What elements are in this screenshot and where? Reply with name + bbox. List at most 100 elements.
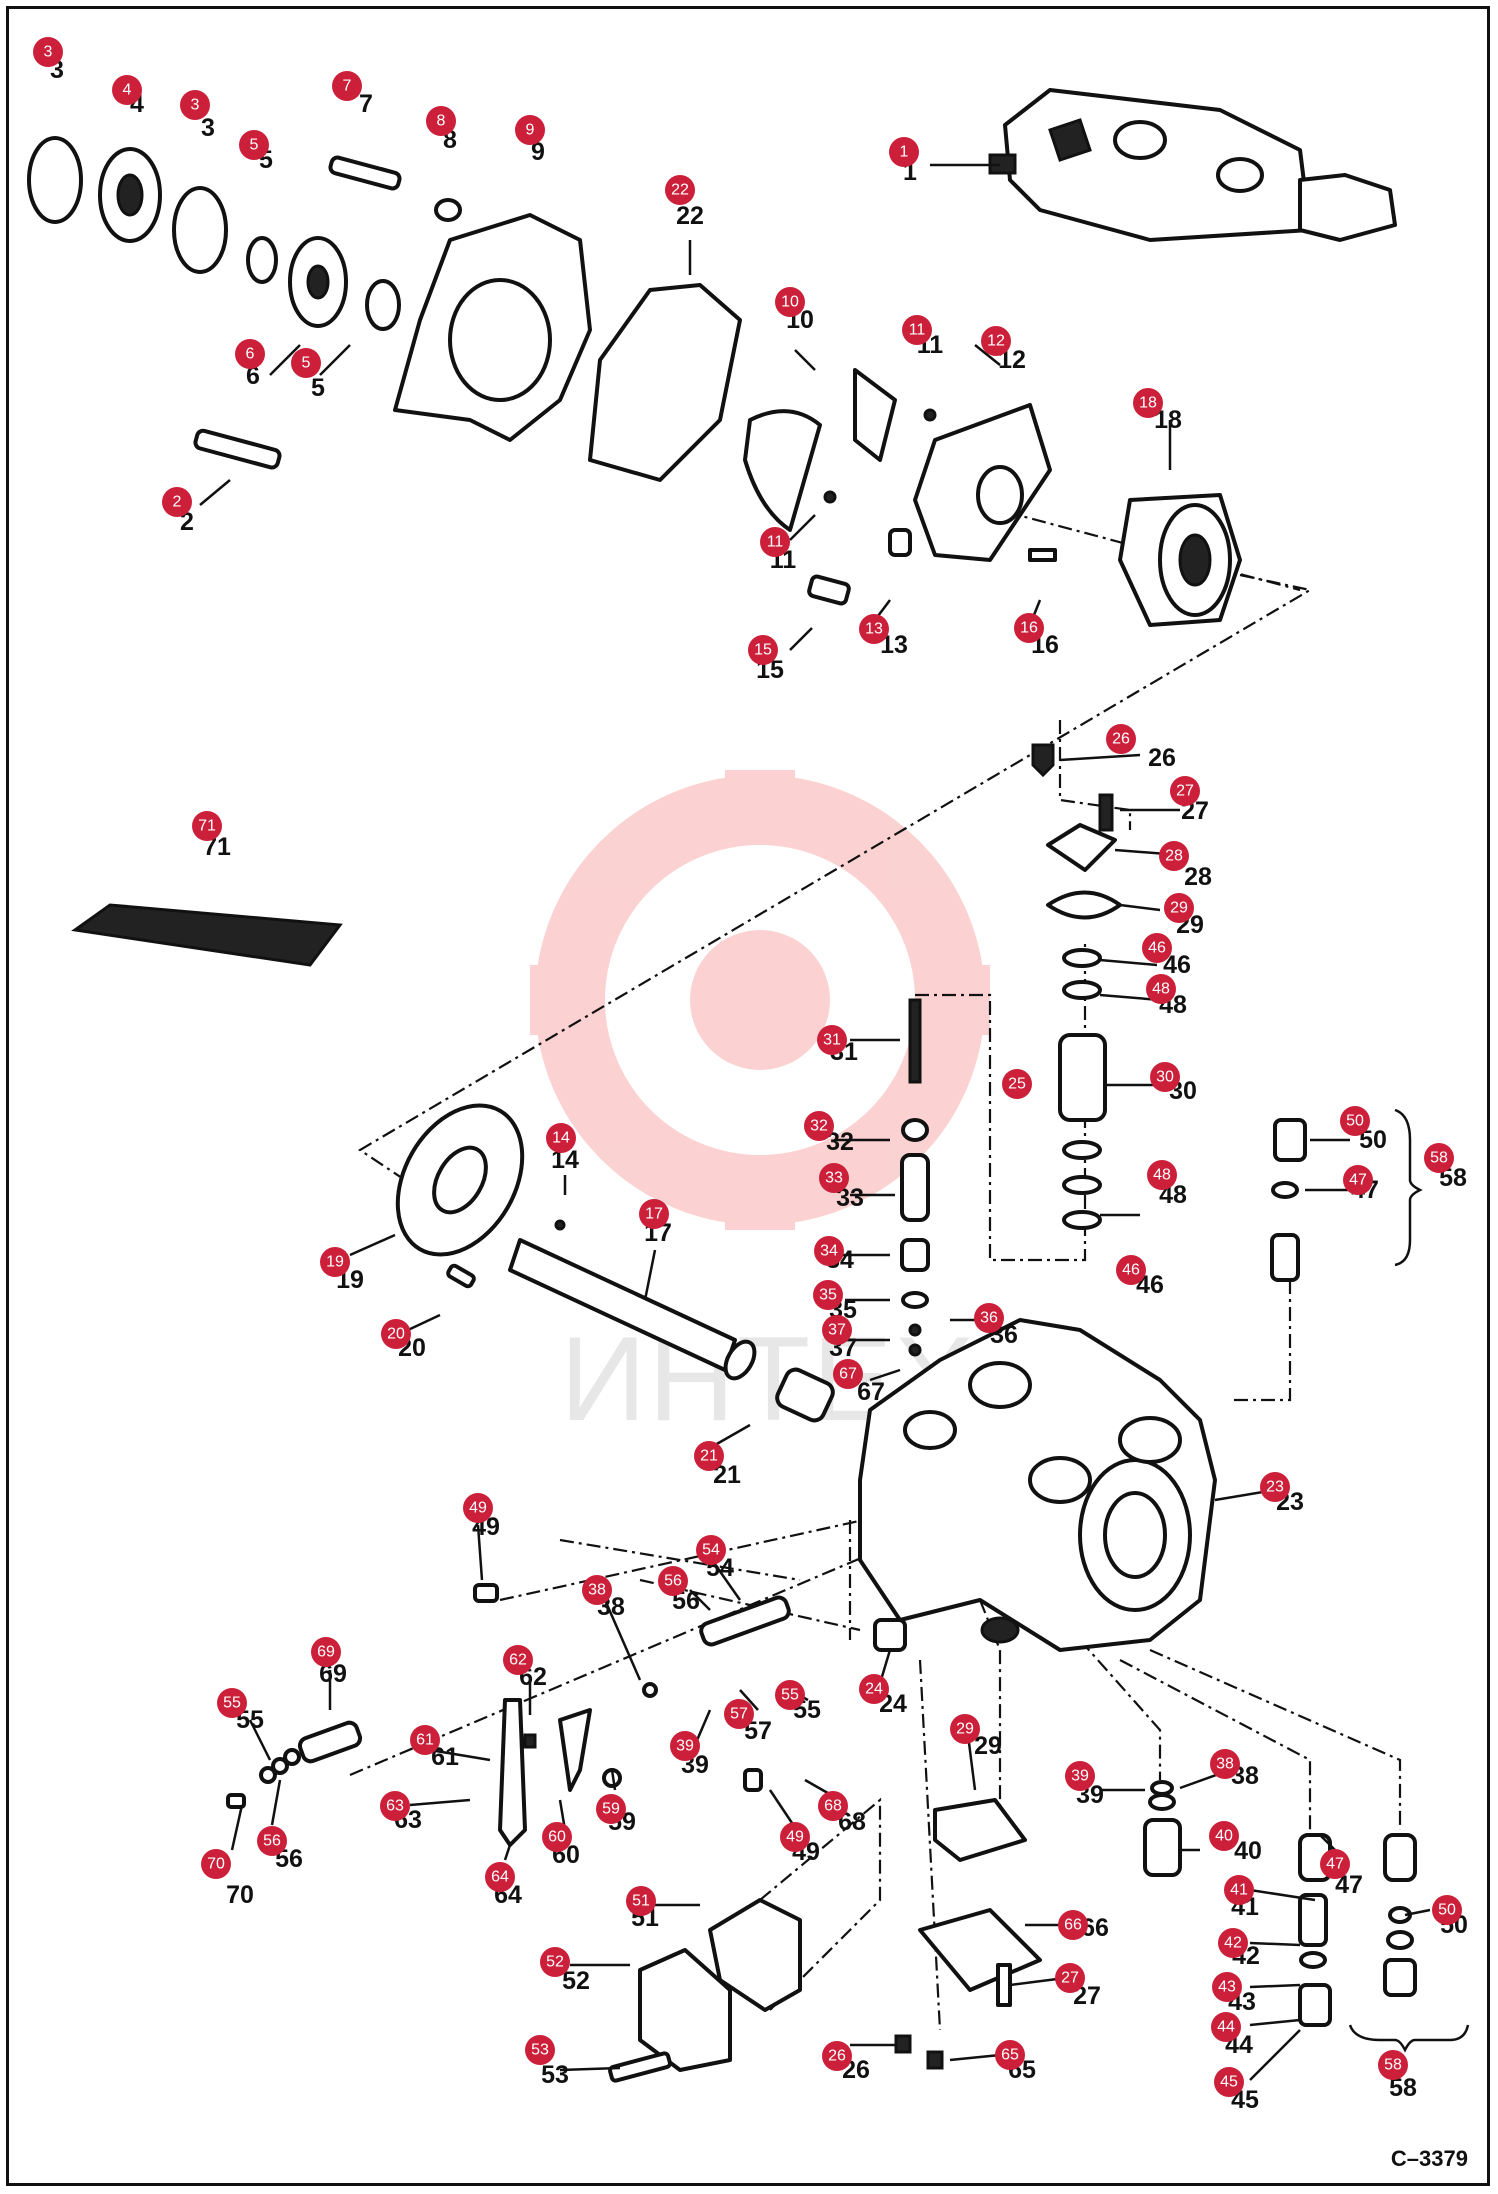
part-number-label: 9: [531, 138, 545, 166]
callout-number: 27: [1061, 1970, 1079, 1987]
callout-badge: 49: [780, 1822, 810, 1852]
callout-number: 70: [207, 1856, 225, 1873]
callout-badge: 39: [670, 1731, 700, 1761]
callout-number: 65: [1001, 2047, 1019, 2064]
callout-number: 22: [671, 182, 689, 199]
callout-number: 1: [900, 144, 909, 161]
part-number-label: 53: [541, 2061, 569, 2089]
callout-number: 45: [1220, 2074, 1238, 2091]
leader-line: [689, 1589, 711, 1611]
callout-badge: 27: [1170, 776, 1200, 806]
part-number-label: 22: [676, 202, 704, 230]
callout-number: 3: [191, 97, 200, 114]
callout-badge: 42: [1218, 1928, 1248, 1958]
leader-line: [1249, 1888, 1316, 1902]
leader-line: [1249, 1941, 1301, 1947]
leader-line: [476, 1524, 484, 1581]
callout-number: 10: [781, 294, 799, 311]
callout-number: 37: [828, 1322, 846, 1339]
callout-badge: 35: [813, 1280, 843, 1310]
callout-number: 61: [416, 1732, 434, 1749]
leader-line: [966, 1734, 977, 1791]
callout-badge: 38: [582, 1575, 612, 1605]
callout-number: 16: [1020, 620, 1038, 637]
callout-badge: 31: [817, 1025, 847, 1055]
callout-number: 19: [326, 1254, 344, 1271]
callout-badge: 7: [332, 71, 362, 101]
leader-line: [714, 1423, 751, 1447]
callout-number: 5: [250, 137, 259, 154]
callout-badge: 24: [859, 1674, 889, 1704]
callout-badge: 18: [1133, 388, 1163, 418]
callout-number: 44: [1217, 2019, 1235, 2036]
leader-line: [1249, 1983, 1301, 1989]
callout-badge: 5: [291, 348, 321, 378]
part-number-label: 6: [246, 362, 260, 390]
callout-badge: 4: [112, 75, 142, 105]
callout-number: 36: [980, 1310, 998, 1327]
callout-number: 55: [223, 1695, 241, 1712]
callout-badge: 21: [694, 1441, 724, 1471]
drawing-code: C–3379: [1390, 2146, 1468, 2171]
callout-number: 54: [702, 1542, 720, 1559]
callout-badge: 66: [1058, 1910, 1088, 1940]
callout-badge: 54: [696, 1535, 726, 1565]
callout-badge: 11: [902, 315, 932, 345]
callout-number: 53: [531, 2042, 549, 2059]
callout-number: 68: [824, 1798, 842, 1815]
callout-number: 13: [865, 621, 883, 638]
callout-badge: 70: [201, 1849, 231, 1879]
callout-badge: 10: [775, 287, 805, 317]
callout-badge: 29: [1164, 893, 1194, 923]
leader-line: [349, 1233, 396, 1257]
callout-badge: 26: [1106, 724, 1136, 754]
callout-number: 27: [1176, 783, 1194, 800]
callout-badge: 11: [760, 527, 790, 557]
callout-badge: 60: [542, 1822, 572, 1852]
callout-badge: 46: [1142, 933, 1172, 963]
callout-number: 41: [1230, 1882, 1248, 1899]
part-number-label: 40: [1234, 1837, 1262, 1865]
callout-number: 17: [645, 1206, 663, 1223]
leader-line: [710, 1559, 742, 1601]
callout-number: 63: [386, 1798, 404, 1815]
callout-number: 60: [548, 1829, 566, 1846]
callout-number: 20: [387, 1326, 405, 1343]
callout-badge: 61: [410, 1725, 440, 1755]
callout-badge: 46: [1116, 1255, 1146, 1285]
callout-badge: 64: [485, 1862, 515, 1892]
callout-badge: 20: [381, 1319, 411, 1349]
callout-number: 31: [823, 1032, 841, 1049]
callout-badge: 32: [804, 1111, 834, 1141]
callout-badge: 45: [1214, 2067, 1244, 2097]
callout-number: 29: [1170, 900, 1188, 917]
callout-badge: 29: [950, 1714, 980, 1744]
callout-badge: 1: [889, 137, 919, 167]
callout-number: 67: [839, 1366, 857, 1383]
part-number-label: 3: [201, 114, 215, 142]
callout-number: 52: [546, 1954, 564, 1971]
callout-badge: 58: [1378, 2050, 1408, 2080]
leader-line: [559, 2066, 621, 2072]
leader-line: [603, 1599, 642, 1681]
callout-badge: 25: [1002, 1069, 1032, 1099]
leader-line: [1099, 958, 1158, 967]
seal-rings: [27, 136, 462, 470]
cover-plates: [608, 1798, 1042, 2083]
callout-badge: 56: [658, 1566, 688, 1596]
watermark-gear-icon: [530, 770, 990, 1230]
callout-badge: 19: [320, 1247, 350, 1277]
leader-line: [269, 344, 301, 376]
leader-line: [429, 1748, 491, 1762]
callout-number: 6: [246, 346, 255, 363]
callout-badge: 3: [33, 37, 63, 67]
leader-line: [1319, 1834, 1336, 1851]
leader-line: [643, 1249, 657, 1301]
callout-number: 2: [173, 494, 182, 511]
callout-badge: 50: [1432, 1895, 1462, 1925]
callout-badge: 30: [1150, 1062, 1180, 1092]
callout-badge: 67: [833, 1359, 863, 1389]
callout-badge: 5: [239, 130, 269, 160]
callout-badge: 49: [463, 1493, 493, 1523]
leader-line: [407, 1313, 441, 1332]
